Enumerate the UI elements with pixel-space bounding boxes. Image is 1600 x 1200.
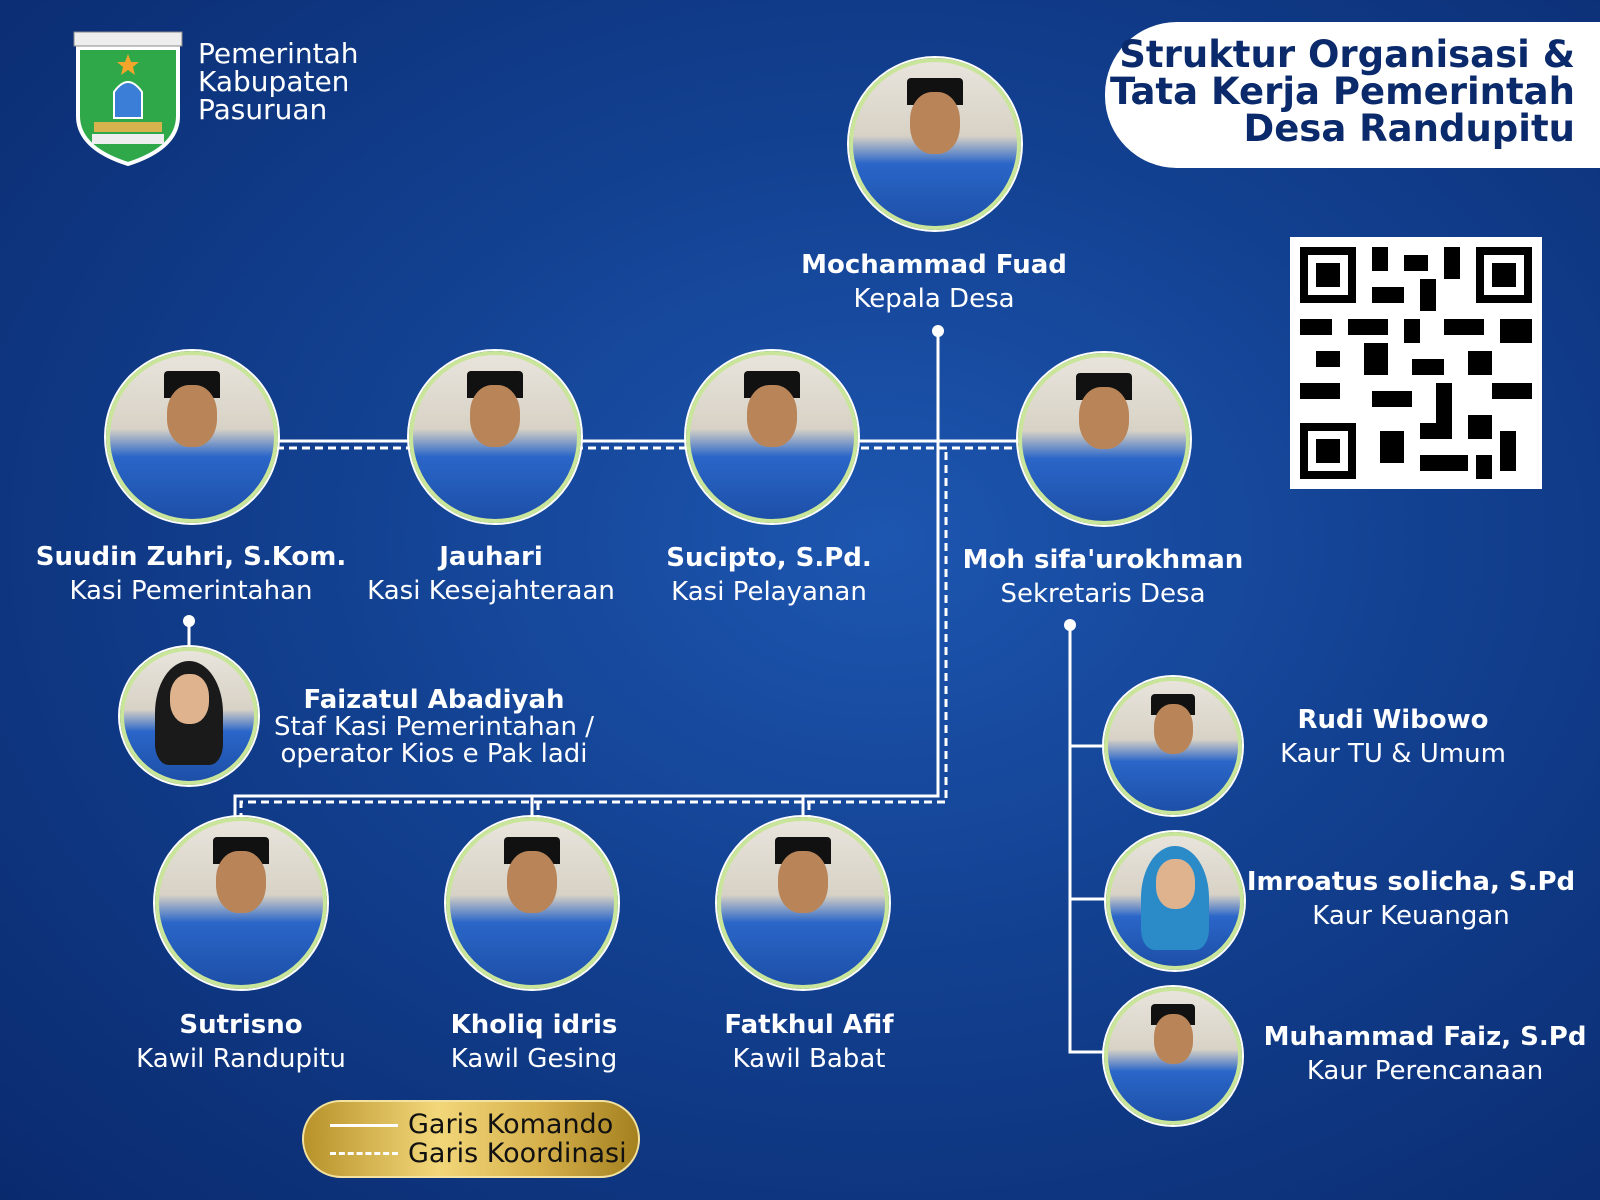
member-role: Kasi Kesejahteraan: [367, 576, 615, 606]
kabupaten-pasuruan-crest-logo: [73, 31, 183, 166]
member-name: Sucipto, S.Pd.: [666, 543, 872, 573]
title-line: Tata Kerja Pemerintah: [1110, 70, 1575, 113]
member-kawil-babat: Fatkhul Afif Kawil Babat: [724, 1008, 893, 1076]
photo-kawil-babat: [717, 817, 889, 989]
member-staf: Faizatul Abadiyah Staf Kasi Pemerintahan…: [274, 686, 594, 768]
government-name: Pemerintah Kabupaten Pasuruan: [198, 40, 359, 124]
line-legend: Garis Komando Garis Koordinasi: [302, 1100, 640, 1178]
member-name: Suudin Zuhri, S.Kom.: [35, 542, 347, 572]
photo-kasi-kesejahteraan: [409, 351, 581, 523]
coordination-line-kawil: [239, 452, 948, 818]
member-kasi-pelayanan: Sucipto, S.Pd. Kasi Pelayanan: [666, 541, 872, 609]
photo-kasi-pelayanan: [686, 351, 858, 523]
connector-dot-sekretaris: [1064, 619, 1076, 631]
member-name: Faizatul Abadiyah: [303, 685, 565, 715]
org-line: Pemerintah: [198, 37, 359, 70]
photo-kepala-desa: [849, 58, 1021, 230]
member-role: Staf Kasi Pemerintahan /: [273, 712, 595, 742]
member-sekretaris-desa: Moh sifa'urokhman Sekretaris Desa: [963, 543, 1244, 611]
org-line: Pasuruan: [198, 93, 328, 126]
member-role: Kepala Desa: [853, 284, 1015, 314]
member-name: Sutrisno: [179, 1010, 303, 1040]
photo-staf: [120, 647, 258, 785]
page-title: Struktur Organisasi & Tata Kerja Pemerin…: [1105, 22, 1600, 168]
dashed-line-swatch: [330, 1152, 398, 1155]
member-kaur-keuangan: Imroatus solicha, S.Pd Kaur Keuangan: [1247, 865, 1575, 933]
photo-kaur-keuangan: [1106, 832, 1244, 970]
photo-kasi-pemerintahan: [106, 351, 278, 523]
member-name: Moh sifa'urokhman: [962, 545, 1244, 575]
member-role: Kaur Perencanaan: [1306, 1056, 1544, 1086]
command-line-sekretaris: [1068, 625, 1105, 1054]
member-kawil-gesing: Kholiq idris Kawil Gesing: [451, 1008, 618, 1076]
legend-coordination: Garis Koordinasi: [408, 1138, 627, 1169]
org-line: Kabupaten: [198, 65, 350, 98]
member-role: operator Kios e Pak ladi: [280, 739, 588, 769]
connector-dot-kepala: [932, 325, 944, 337]
member-name: Imroatus solicha, S.Pd: [1246, 867, 1576, 897]
member-role: Kaur Keuangan: [1312, 901, 1510, 931]
member-role: Kawil Randupitu: [136, 1044, 346, 1074]
photo-sekretaris-desa: [1018, 353, 1190, 525]
qr-code-icon[interactable]: [1290, 237, 1542, 489]
member-role: Kasi Pemerintahan: [69, 576, 313, 606]
member-role: Kaur TU & Umum: [1280, 739, 1506, 769]
photo-kawil-gesing: [446, 817, 618, 989]
member-role: Kawil Gesing: [450, 1044, 618, 1074]
member-name: Jauhari: [439, 542, 543, 572]
legend-command: Garis Komando: [408, 1109, 614, 1140]
member-kasi-pemerintahan: Suudin Zuhri, S.Kom. Kasi Pemerintahan: [36, 540, 347, 608]
member-name: Kholiq idris: [450, 1010, 618, 1040]
member-role: Sekretaris Desa: [1000, 579, 1206, 609]
member-role: Kasi Pelayanan: [671, 577, 867, 607]
title-line: Desa Randupitu: [1243, 107, 1575, 150]
photo-kaur-tu: [1104, 677, 1242, 815]
qr-code-pattern: [1300, 247, 1532, 479]
photo-kawil-randupitu: [155, 817, 327, 989]
member-kasi-kesejahteraan: Jauhari Kasi Kesejahteraan: [367, 540, 615, 608]
connector-dot-kasi-pemerintahan: [183, 615, 195, 627]
member-kepala-desa: Mochammad Fuad Kepala Desa: [801, 248, 1067, 316]
member-role: Kawil Babat: [732, 1044, 886, 1074]
member-name: Muhammad Faiz, S.Pd: [1263, 1022, 1587, 1052]
member-name: Rudi Wibowo: [1297, 705, 1489, 735]
member-name: Fatkhul Afif: [724, 1010, 894, 1040]
solid-line-swatch: [330, 1124, 398, 1127]
member-kaur-perencanaan: Muhammad Faiz, S.Pd Kaur Perencanaan: [1264, 1020, 1587, 1088]
member-name: Mochammad Fuad: [801, 250, 1067, 280]
photo-kaur-perencanaan: [1104, 987, 1242, 1125]
command-line-kepala: [233, 332, 940, 818]
title-line: Struktur Organisasi &: [1119, 33, 1575, 76]
member-kaur-tu: Rudi Wibowo Kaur TU & Umum: [1280, 703, 1506, 771]
member-kawil-randupitu: Sutrisno Kawil Randupitu: [136, 1008, 346, 1076]
